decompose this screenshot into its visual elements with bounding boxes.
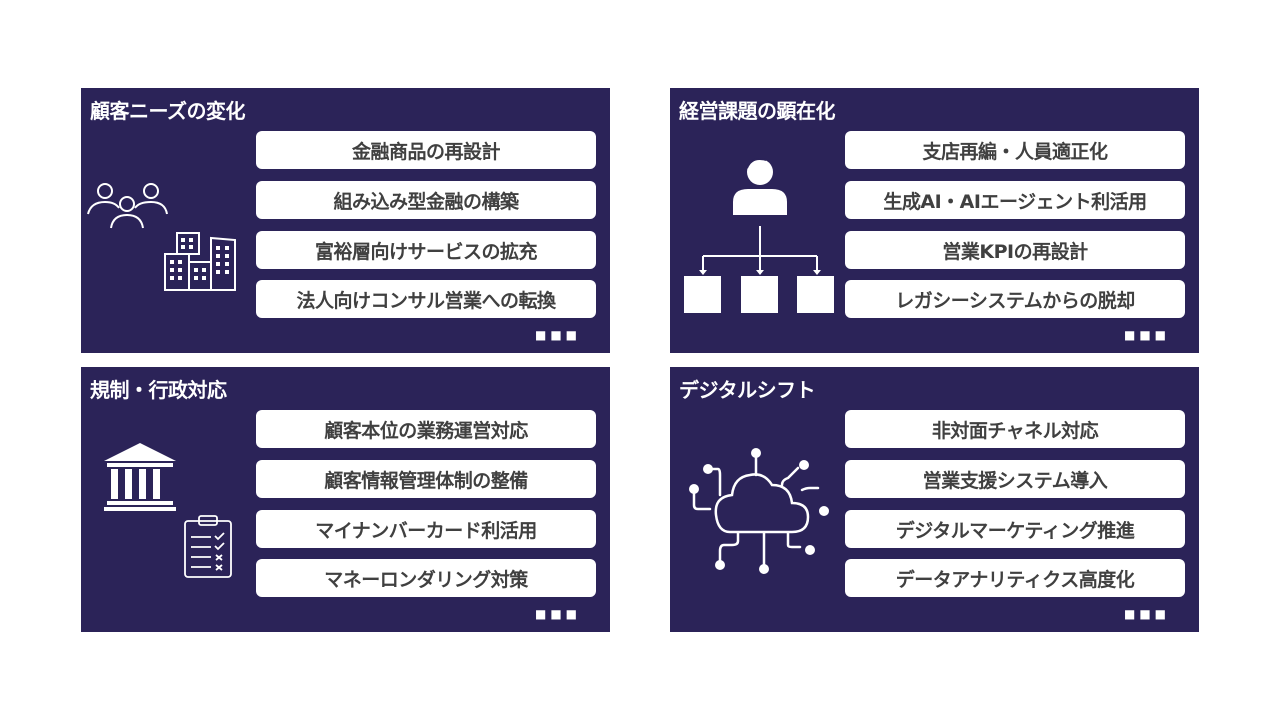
- more-indicator: ■■■: [1124, 328, 1171, 342]
- panel-customer-needs: 顧客ニーズの変化 金融商品の再設計 組み込み型金融の構築 富裕層向けサービスの拡…: [81, 88, 610, 353]
- list-item: 顧客本位の業務運営対応: [256, 410, 596, 448]
- more-indicator: ■■■: [1124, 607, 1171, 621]
- panel-digital-shift: デジタルシフト 非対面チャネル対応 営業支援システム導入 デジタルマーケティング…: [670, 367, 1199, 632]
- list-item: データアナリティクス高度化: [845, 559, 1185, 597]
- panel-title: 経営課題の顕在化: [679, 99, 836, 123]
- list-item: レガシーシステムからの脱却: [845, 280, 1185, 318]
- list-item: 法人向けコンサル営業への転換: [256, 280, 596, 318]
- list-item: マネーロンダリング対策: [256, 559, 596, 597]
- list-item: 支店再編・人員適正化: [845, 131, 1185, 169]
- list-item: 非対面チャネル対応: [845, 410, 1185, 448]
- panel-title: 顧客ニーズの変化: [90, 99, 246, 123]
- more-indicator: ■■■: [535, 607, 582, 621]
- list-item: 営業KPIの再設計: [845, 231, 1185, 269]
- list-item: 生成AI・AIエージェント利活用: [845, 181, 1185, 219]
- list-item: 営業支援システム導入: [845, 460, 1185, 498]
- list-item: 金融商品の再設計: [256, 131, 596, 169]
- list-item: 富裕層向けサービスの拡充: [256, 231, 596, 269]
- panel-title: デジタルシフト: [679, 378, 816, 402]
- panel-management-issues: 経営課題の顕在化 支店再編・人員適正化 生成AI・AIエージェント利活用 営業K…: [670, 88, 1199, 353]
- list-item: マイナンバーカード利活用: [256, 510, 596, 548]
- panel-regulation: 規制・行政対応 顧客本位の業務運営対応 顧客情報管理体制の整備 マイナンバーカー…: [81, 367, 610, 632]
- list-item: 顧客情報管理体制の整備: [256, 460, 596, 498]
- panel-title: 規制・行政対応: [90, 378, 227, 402]
- list-item: デジタルマーケティング推進: [845, 510, 1185, 548]
- list-item: 組み込み型金融の構築: [256, 181, 596, 219]
- more-indicator: ■■■: [535, 328, 582, 342]
